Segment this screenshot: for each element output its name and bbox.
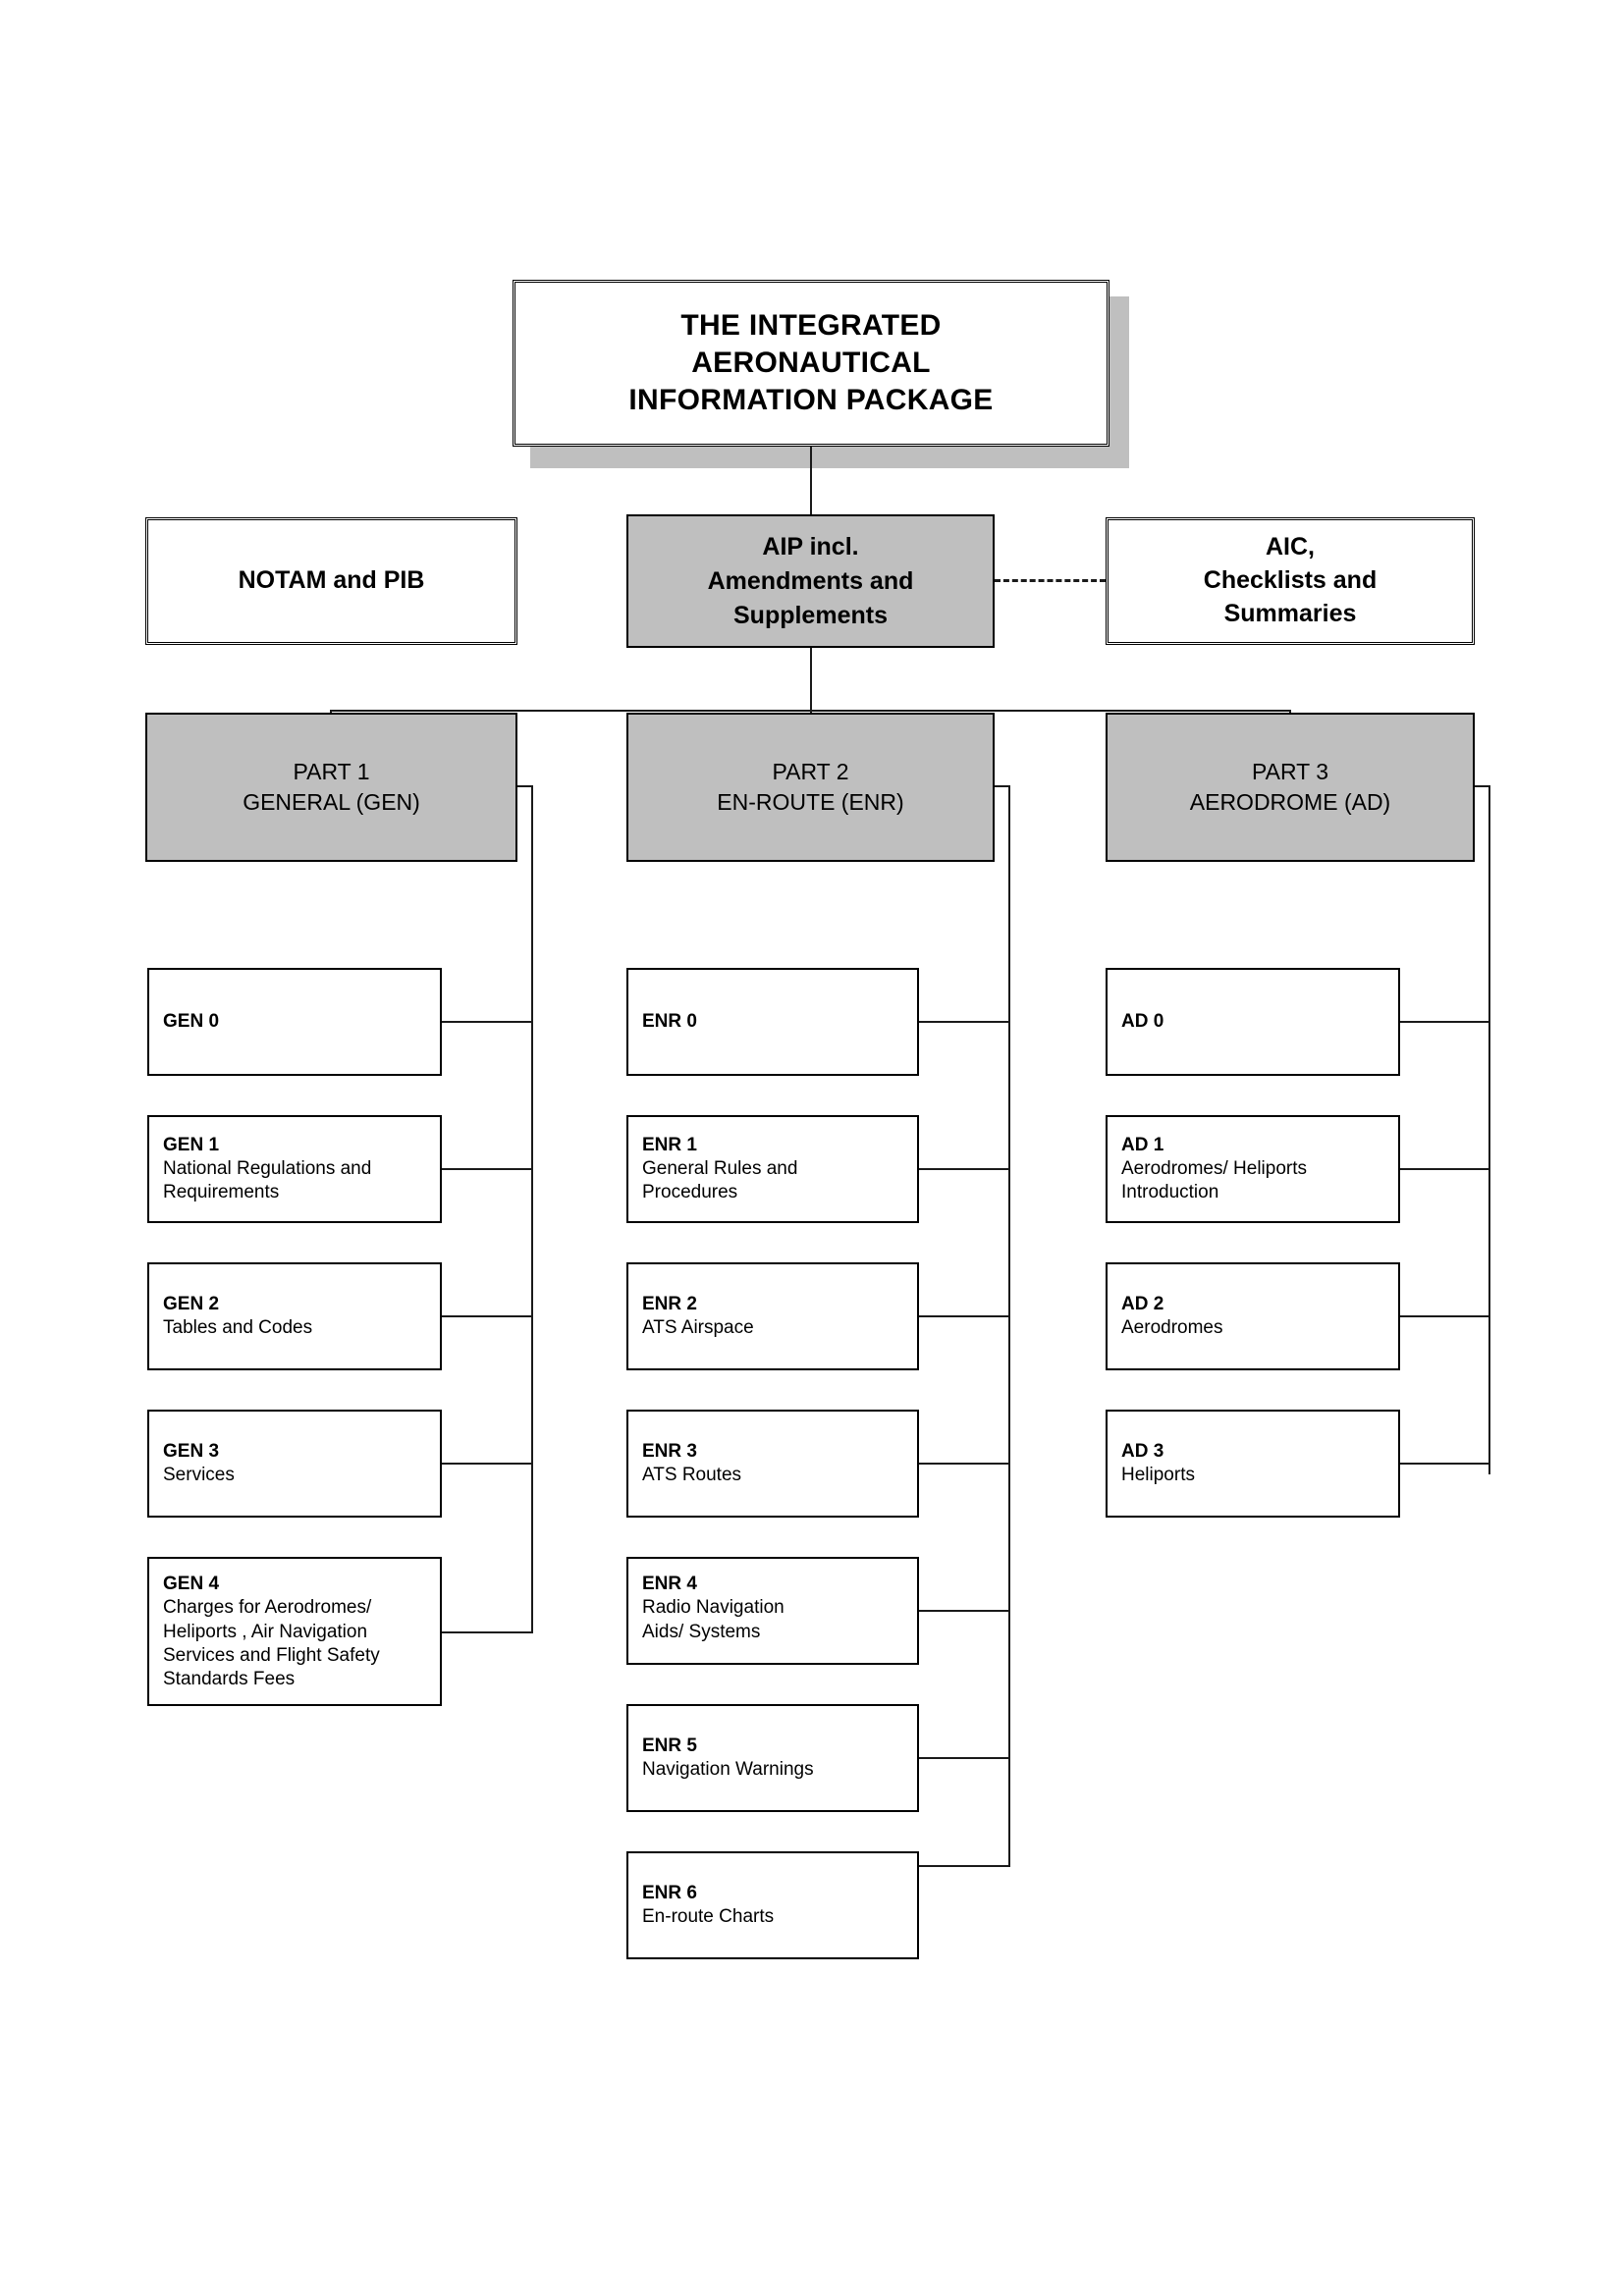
part3-line-2: AERODROME (AD) [1189, 789, 1391, 815]
gen-1-title: GEN 1 [163, 1134, 220, 1155]
connector-enr-0 [919, 1021, 1008, 1023]
enr-3-desc: ATS Routes [642, 1465, 742, 1485]
connector-gen-4 [442, 1631, 531, 1633]
connector-gen-0 [442, 1021, 531, 1023]
aic-label-line-2: Checklists and [1203, 566, 1378, 595]
node-part2: PART 2 EN-ROUTE (ENR) [626, 713, 995, 862]
gen-4-title: GEN 4 [163, 1574, 220, 1594]
trunk-ad-top-stub [1475, 785, 1490, 787]
connector-ad-1 [1400, 1168, 1488, 1170]
trunk-enr-vertical [1008, 785, 1010, 1867]
node-enr-1: ENR 1 General Rules and Procedures [626, 1115, 919, 1223]
enr-4-desc: Radio Navigation Aids/ Systems [642, 1597, 784, 1642]
node-enr-2: ENR 2 ATS Airspace [626, 1262, 919, 1370]
ad-2-title: AD 2 [1121, 1293, 1164, 1314]
connector-aip-to-aic-dashed [995, 579, 1106, 582]
title-line-2: AERONAUTICAL [691, 347, 931, 380]
ad-0-title: AD 0 [1121, 1010, 1164, 1032]
gen-2-desc: Tables and Codes [163, 1317, 313, 1338]
gen-0-title: GEN 0 [163, 1010, 220, 1032]
part1-line-1: PART 1 [293, 758, 370, 784]
title-line-3: INFORMATION PACKAGE [628, 383, 994, 416]
aic-label-line-1: AIC, [1266, 533, 1315, 561]
node-gen-0: GEN 0 [147, 968, 442, 1076]
node-gen-3: GEN 3 Services [147, 1410, 442, 1518]
node-ad-3: AD 3 Heliports [1106, 1410, 1400, 1518]
connector-enr-6 [919, 1865, 1008, 1867]
node-gen-4: GEN 4 Charges for Aerodromes/ Heliports … [147, 1557, 442, 1706]
connector-enr-3 [919, 1463, 1008, 1465]
node-part3: PART 3 AERODROME (AD) [1106, 713, 1475, 862]
enr-0-title: ENR 0 [642, 1010, 697, 1032]
enr-5-title: ENR 5 [642, 1735, 697, 1756]
part2-line-1: PART 2 [772, 758, 849, 784]
node-ad-2: AD 2 Aerodromes [1106, 1262, 1400, 1370]
part1-line-2: GENERAL (GEN) [243, 789, 420, 815]
node-enr-4: ENR 4 Radio Navigation Aids/ Systems [626, 1557, 919, 1665]
connector-enr-1 [919, 1168, 1008, 1170]
ad-3-desc: Heliports [1121, 1465, 1195, 1485]
connector-aip-down [810, 648, 812, 712]
connector-title-to-aip [810, 447, 812, 517]
node-enr-5: ENR 5 Navigation Warnings [626, 1704, 919, 1812]
enr-2-title: ENR 2 [642, 1293, 697, 1314]
gen-3-desc: Services [163, 1465, 235, 1485]
enr-6-desc: En-route Charts [642, 1906, 775, 1927]
node-ad-0: AD 0 [1106, 968, 1400, 1076]
ad-1-title: AD 1 [1121, 1134, 1164, 1155]
enr-6-title: ENR 6 [642, 1882, 697, 1903]
ad-1-desc: Aerodromes/ Heliports Introduction [1121, 1157, 1308, 1203]
gen-2-title: GEN 2 [163, 1293, 220, 1314]
aip-label-line-1: AIP incl. [762, 532, 859, 561]
node-enr-6: ENR 6 En-route Charts [626, 1851, 919, 1959]
enr-4-title: ENR 4 [642, 1574, 697, 1594]
enr-3-title: ENR 3 [642, 1440, 697, 1462]
node-enr-0: ENR 0 [626, 968, 919, 1076]
ad-2-desc: Aerodromes [1121, 1317, 1223, 1338]
trunk-gen-vertical [531, 785, 533, 1633]
ad-3-title: AD 3 [1121, 1440, 1164, 1462]
node-aip: AIP incl. Amendments and Supplements [626, 514, 995, 648]
enr-5-desc: Navigation Warnings [642, 1759, 814, 1780]
gen-4-desc: Charges for Aerodromes/ Heliports , Air … [163, 1597, 380, 1690]
trunk-enr-top-stub [995, 785, 1010, 787]
notam-label: NOTAM and PIB [238, 566, 425, 595]
title-box: THE INTEGRATED AERONAUTICAL INFORMATION … [513, 280, 1109, 447]
title-line-1: THE INTEGRATED [680, 309, 942, 343]
aip-label-line-2: Amendments and [707, 566, 914, 595]
node-enr-3: ENR 3 ATS Routes [626, 1410, 919, 1518]
aip-label-line-3: Supplements [733, 601, 888, 629]
node-gen-2: GEN 2 Tables and Codes [147, 1262, 442, 1370]
enr-2-desc: ATS Airspace [642, 1317, 754, 1338]
connector-enr-2 [919, 1315, 1008, 1317]
gen-3-title: GEN 3 [163, 1440, 220, 1462]
node-aic: AIC, Checklists and Summaries [1106, 517, 1475, 645]
connector-ad-2 [1400, 1315, 1488, 1317]
enr-1-desc: General Rules and Procedures [642, 1157, 798, 1203]
aic-label-line-3: Summaries [1223, 599, 1357, 627]
connector-enr-4 [919, 1610, 1008, 1612]
enr-1-title: ENR 1 [642, 1134, 697, 1155]
gen-1-desc: National Regulations and Requirements [163, 1157, 372, 1203]
trunk-ad-vertical [1488, 785, 1490, 1474]
connector-ad-3 [1400, 1463, 1488, 1465]
trunk-gen-top-stub [517, 785, 533, 787]
node-gen-1: GEN 1 National Regulations and Requireme… [147, 1115, 442, 1223]
connector-gen-1 [442, 1168, 531, 1170]
connector-enr-5 [919, 1757, 1008, 1759]
node-part1: PART 1 GENERAL (GEN) [145, 713, 517, 862]
connector-gen-3 [442, 1463, 531, 1465]
part2-line-2: EN-ROUTE (ENR) [717, 789, 904, 815]
node-ad-1: AD 1 Aerodromes/ Heliports Introduction [1106, 1115, 1400, 1223]
connector-ad-0 [1400, 1021, 1488, 1023]
part3-line-1: PART 3 [1252, 758, 1328, 784]
connector-gen-2 [442, 1315, 531, 1317]
node-notam-and-pib: NOTAM and PIB [145, 517, 517, 645]
